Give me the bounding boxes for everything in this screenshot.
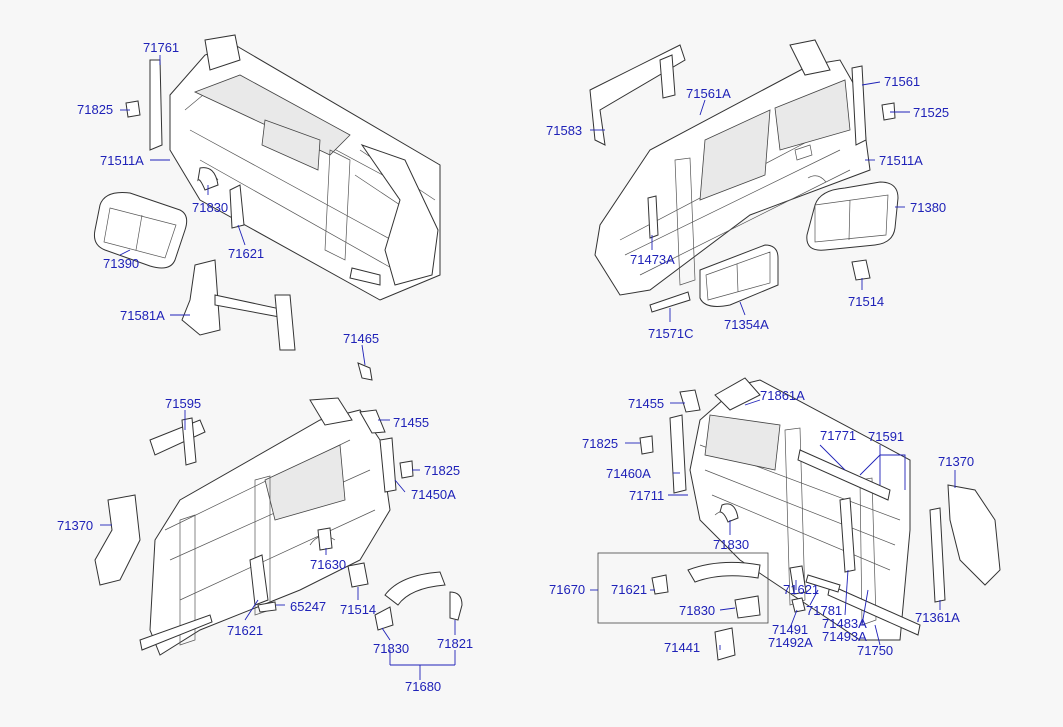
label-71511a-top-right: 71511A xyxy=(879,153,923,168)
part-labels: 71761 71825 71511A 71830 71390 71621 715… xyxy=(57,40,974,694)
part-71825-top xyxy=(125,100,141,118)
label-71581a: 71581A xyxy=(120,308,165,323)
part-71825-left xyxy=(399,460,414,479)
part-71581a xyxy=(181,259,296,351)
part-71561 xyxy=(851,65,867,146)
label-71750: 71750 xyxy=(857,643,893,658)
leader-lines xyxy=(100,55,956,680)
part-71483a xyxy=(839,497,856,573)
part-71361a xyxy=(929,507,946,603)
label-71354a: 71354A xyxy=(724,317,769,332)
group-71670 xyxy=(597,552,769,624)
part-71380 xyxy=(806,181,899,251)
label-71830-top: 71830 xyxy=(192,200,228,215)
label-71441: 71441 xyxy=(664,640,700,655)
part-71781 xyxy=(805,574,841,593)
part-71771 xyxy=(797,449,891,501)
label-71390: 71390 xyxy=(103,256,139,271)
label-71361a: 71361A xyxy=(915,610,960,625)
part-71473a xyxy=(647,195,659,239)
label-71830-box: 71830 xyxy=(679,603,715,618)
part-71621-top xyxy=(229,184,245,229)
label-71583: 71583 xyxy=(546,123,582,138)
label-71621-right: 71621 xyxy=(783,582,819,597)
part-71621-left xyxy=(249,554,269,606)
label-71492a: 71492A xyxy=(768,635,813,650)
label-71380: 71380 xyxy=(910,200,946,215)
label-71525: 71525 xyxy=(913,105,949,120)
panel-top-left xyxy=(169,34,441,301)
label-71514-top: 71514 xyxy=(848,294,884,309)
label-71370-right: 71370 xyxy=(938,454,974,469)
label-71621-left: 71621 xyxy=(227,623,263,638)
label-71370-left: 71370 xyxy=(57,518,93,533)
part-71830-top xyxy=(197,167,219,191)
part-71354a xyxy=(699,244,779,307)
part-71621-right xyxy=(789,565,807,595)
part-71370-left xyxy=(94,494,141,586)
label-71761: 71761 xyxy=(143,40,179,55)
part-71491 xyxy=(791,597,806,613)
label-71511a-top-left: 71511A xyxy=(100,153,144,168)
part-71761 xyxy=(149,59,163,151)
label-71630: 71630 xyxy=(310,557,346,572)
part-71465 xyxy=(357,362,373,381)
label-71781: 71781 xyxy=(806,603,842,618)
label-71825-left: 71825 xyxy=(424,463,460,478)
label-71670: 71670 xyxy=(549,582,585,597)
label-71491: 71491 xyxy=(772,622,808,637)
part-71455-right xyxy=(679,389,701,413)
part-71514-top xyxy=(851,259,871,281)
part-65247 xyxy=(257,601,277,613)
part-71825-right xyxy=(639,435,654,455)
label-71571c: 71571C xyxy=(648,326,694,341)
label-71861a: 71861A xyxy=(760,388,805,403)
label-71830-right: 71830 xyxy=(713,537,749,552)
part-71525 xyxy=(881,102,896,121)
part-71680 xyxy=(374,571,463,631)
label-71825-right: 71825 xyxy=(582,436,618,451)
label-71483a: 71483A xyxy=(822,616,867,631)
label-71680: 71680 xyxy=(405,679,441,694)
part-71514-left xyxy=(347,562,369,588)
label-71450a: 71450A xyxy=(411,487,456,502)
panel-top-right xyxy=(594,39,871,296)
part-71455-left xyxy=(359,409,386,434)
label-71460a: 71460A xyxy=(606,466,651,481)
label-71825-top: 71825 xyxy=(77,102,113,117)
label-71514-left: 71514 xyxy=(340,602,376,617)
part-71460a xyxy=(669,414,687,494)
part-71571c xyxy=(649,291,691,313)
label-71465: 71465 xyxy=(343,331,379,346)
part-71370-right xyxy=(947,484,1001,586)
part-71441 xyxy=(714,627,736,661)
label-71561a: 71561A xyxy=(686,86,731,101)
part-71583 xyxy=(589,44,686,146)
label-71821: 71821 xyxy=(437,636,473,651)
label-71561: 71561 xyxy=(884,74,920,89)
part-71595 xyxy=(149,417,206,466)
panel-bottom-left xyxy=(139,397,391,656)
label-71455-left: 71455 xyxy=(393,415,429,430)
label-71711: 71711 xyxy=(629,488,664,503)
part-71830-right xyxy=(719,503,739,523)
part-71390 xyxy=(94,192,188,269)
label-71455-right: 71455 xyxy=(628,396,664,411)
label-71771: 71771 xyxy=(820,428,856,443)
label-71591: 71591 xyxy=(868,429,904,444)
label-71621-top: 71621 xyxy=(228,246,264,261)
label-71493a: 71493A xyxy=(822,629,867,644)
part-71450a xyxy=(379,437,397,493)
panel-bottom-right xyxy=(689,377,921,641)
label-71473a: 71473A xyxy=(630,252,675,267)
label-71621-box: 71621 xyxy=(611,582,647,597)
part-71630 xyxy=(317,527,333,551)
label-71830-left: 71830 xyxy=(373,641,409,656)
label-71595: 71595 xyxy=(165,396,201,411)
label-65247: 65247 xyxy=(290,599,326,614)
